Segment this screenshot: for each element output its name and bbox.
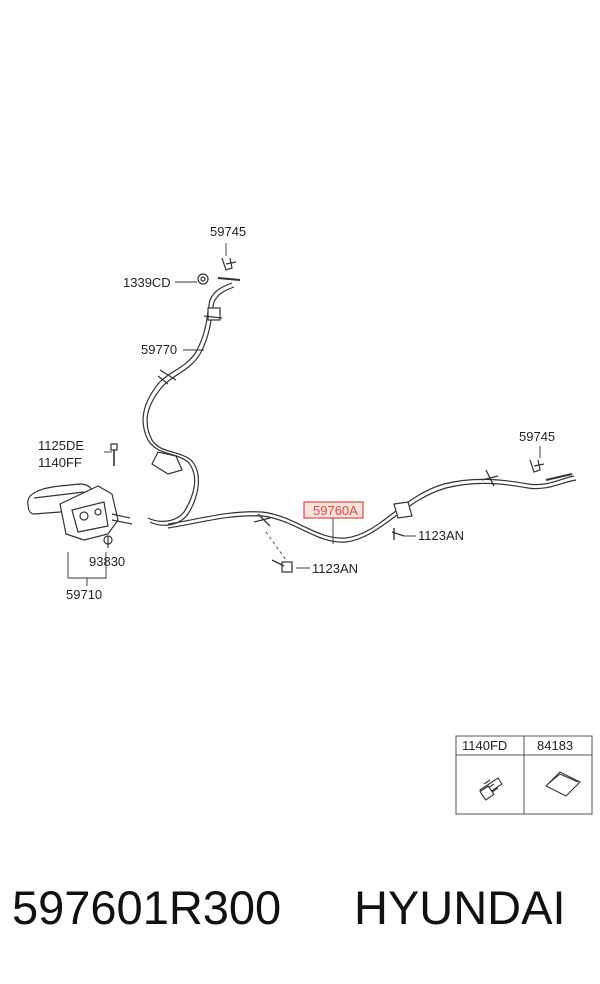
label-1339CD[interactable]: 1339CD [123, 275, 171, 290]
label-59710[interactable]: 59710 [66, 587, 102, 602]
legend-header-84183[interactable]: 84183 [537, 738, 573, 753]
label-59745-right[interactable]: 59745 [519, 429, 555, 444]
legend-table: 1140FD 84183 [455, 735, 593, 815]
cable-59770 [142, 243, 241, 526]
label-59760A-highlight[interactable]: 59760A [303, 501, 364, 519]
label-59770[interactable]: 59770 [141, 342, 177, 357]
pad-icon [545, 771, 581, 797]
bolt-icon [479, 777, 503, 801]
label-1125DE[interactable]: 1125DE [38, 438, 84, 453]
label-1123AN-bottom[interactable]: 1123AN [312, 561, 358, 576]
brand-name: HYUNDAI [354, 881, 566, 934]
label-1123AN-right[interactable]: 1123AN [418, 528, 464, 543]
parking-brake-lever [27, 443, 133, 586]
cable-59760A [167, 446, 577, 573]
footer: 597601R300 HYUNDAI [0, 872, 600, 952]
label-93830[interactable]: 93830 [89, 554, 125, 569]
legend-header-1140FD[interactable]: 1140FD [462, 738, 507, 753]
part-number: 597601R300 [12, 881, 282, 934]
label-59745-top[interactable]: 59745 [210, 224, 246, 239]
label-59760A[interactable]: 59760A [313, 503, 358, 518]
label-1140FF[interactable]: 1140FF [38, 455, 82, 470]
